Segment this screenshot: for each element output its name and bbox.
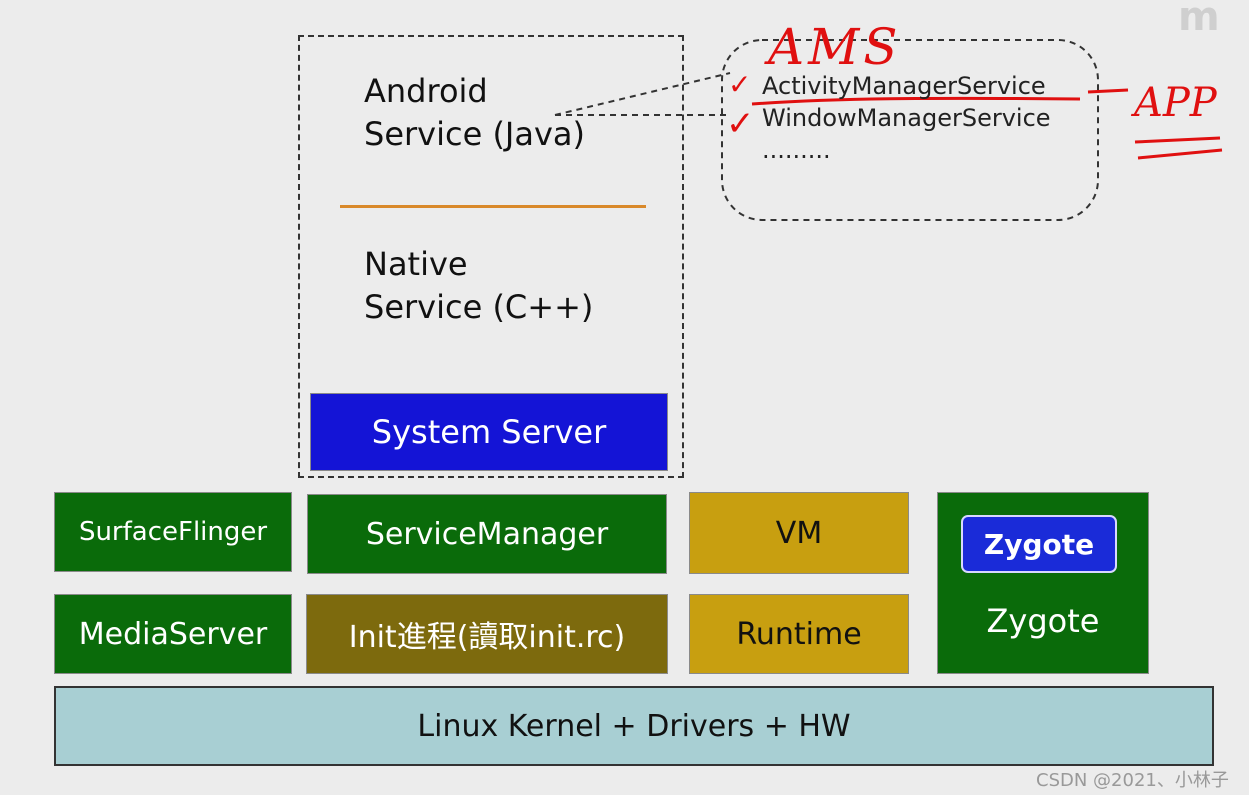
runtime-box: Runtime xyxy=(689,594,909,674)
linux-kernel-box: Linux Kernel + Drivers + HW xyxy=(54,686,1214,766)
zygote-inner-box: Zygote xyxy=(961,515,1117,573)
app-underline-2 xyxy=(1137,148,1223,160)
vm-box: VM xyxy=(689,492,909,574)
native-service-label: Native Service (C++) xyxy=(364,243,664,329)
ams-underline xyxy=(751,96,1081,106)
window-manager-service: WindowManagerService xyxy=(762,104,1051,132)
runtime-label: Runtime xyxy=(736,616,862,652)
system-server-box: System Server xyxy=(310,393,668,471)
csdn-watermark: CSDN @2021、小林子 xyxy=(1036,770,1229,791)
native-service-line1: Native xyxy=(364,245,468,283)
services-bubble-outline xyxy=(721,39,1099,221)
app-annotation: APP xyxy=(1134,80,1217,126)
linux-kernel-label: Linux Kernel + Drivers + HW xyxy=(417,708,851,744)
android-service-line1: Android xyxy=(364,72,488,110)
mediaserver-label: MediaServer xyxy=(78,616,268,652)
android-service-label: Android Service (Java) xyxy=(364,70,664,156)
native-service-line2: Service (C++) xyxy=(364,288,594,326)
zygote-inner-label: Zygote xyxy=(983,527,1095,561)
connector-line-top xyxy=(554,72,731,116)
check-mark-1: ✓ xyxy=(728,68,752,101)
services-bubble: ActivityManagerService WindowManagerServ… xyxy=(762,70,1092,166)
service-divider xyxy=(340,205,646,208)
app-underline-1 xyxy=(1134,136,1221,144)
more-services-ellipsis: ......... xyxy=(762,136,831,164)
system-server-container xyxy=(298,35,684,478)
init-process-box: Init進程(讀取init.rc) xyxy=(306,594,668,674)
servicemanager-box: ServiceManager xyxy=(307,494,667,574)
system-server-label: System Server xyxy=(371,413,607,451)
servicemanager-label: ServiceManager xyxy=(365,516,609,552)
surfaceflinger-label: SurfaceFlinger xyxy=(78,517,268,547)
vm-label: VM xyxy=(775,515,823,551)
app-dash xyxy=(1087,88,1129,94)
ams-annotation: AMS xyxy=(768,18,902,76)
check-mark-2: ✓ xyxy=(726,104,755,144)
init-process-label: Init進程(讀取init.rc) xyxy=(348,620,626,655)
surfaceflinger-box: SurfaceFlinger xyxy=(54,492,292,572)
activity-manager-service: ActivityManagerService xyxy=(762,72,1046,100)
zygote-outer-label: Zygote xyxy=(986,602,1100,640)
android-service-line2: Service (Java) xyxy=(364,115,585,153)
mediaserver-box: MediaServer xyxy=(54,594,292,674)
corner-logo: m xyxy=(1178,0,1220,40)
